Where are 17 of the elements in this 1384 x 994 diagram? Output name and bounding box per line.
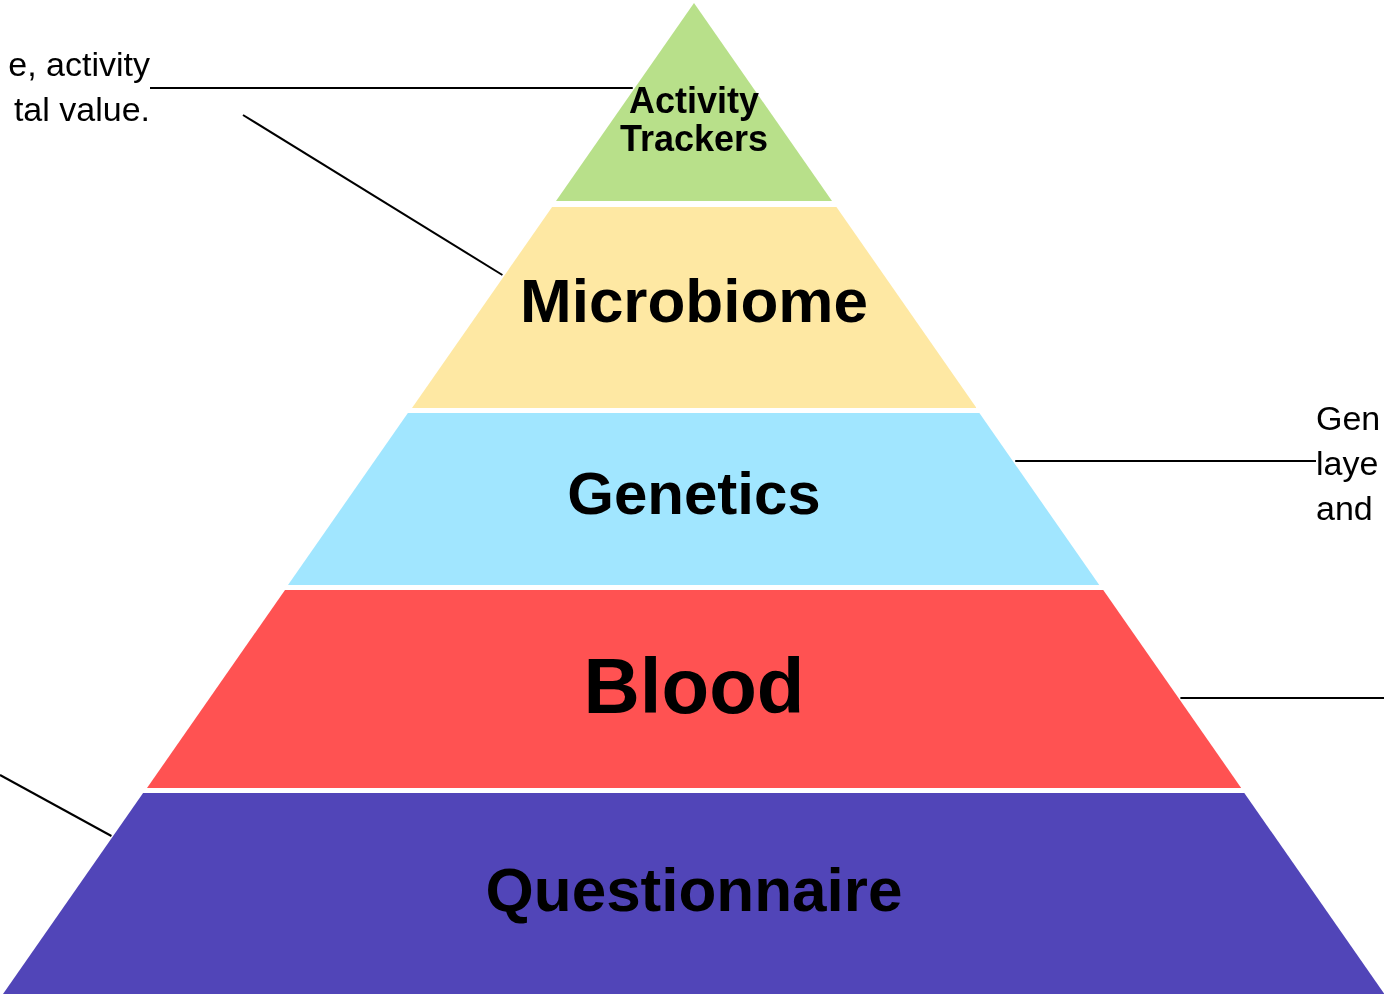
tier-label: Genetics: [566, 462, 822, 525]
leader-line: [149, 87, 634, 89]
pyramid-tier: [146, 590, 1242, 788]
leader-line: [242, 114, 504, 276]
pyramid-tier: [411, 207, 977, 408]
tier-label: Questionnaire: [484, 857, 904, 923]
pyramid-top-tier: [556, 3, 832, 201]
tier-label: Activity Trackers: [618, 82, 770, 158]
annotation-text: e, activity tal value.: [0, 42, 150, 132]
pyramid-tier: [288, 413, 1100, 585]
leader-line: [0, 774, 113, 837]
leader-line: [1179, 697, 1384, 699]
pyramid-tier: [3, 793, 1384, 994]
tier-label: Blood: [582, 646, 806, 728]
annotation-text: Gen laye and: [1316, 396, 1384, 531]
tier-label: Microbiome: [519, 268, 869, 334]
leader-line: [1014, 460, 1317, 462]
